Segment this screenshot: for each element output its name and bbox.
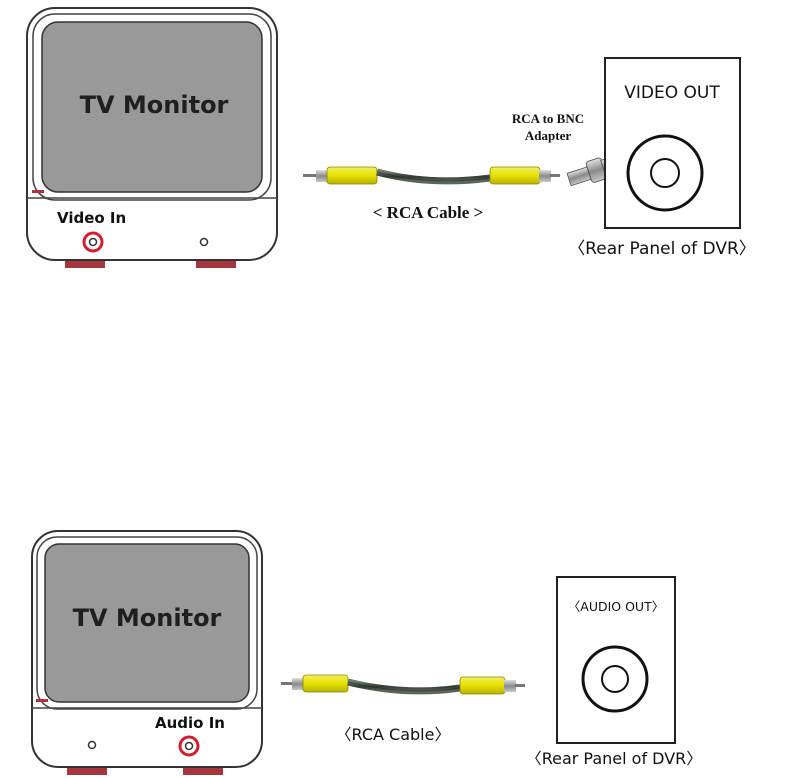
rca-plug-yellow-left [302, 674, 349, 693]
rca-plug-tip-left [281, 682, 293, 685]
rca-plug-tip-right [515, 684, 525, 687]
dvr-panel-caption-video: 〈Rear Panel of DVR〉 [568, 239, 756, 259]
rca-plug-yellow-right [459, 676, 506, 695]
monitor-screen [44, 543, 250, 703]
rca-plug-metal-left [292, 678, 304, 690]
monitor-jack-1 [87, 740, 97, 750]
monitor-jack-2 [199, 237, 209, 247]
monitor-feet-left [65, 258, 105, 268]
video-in-jack [88, 237, 98, 247]
video-out-jack-outer [626, 134, 704, 212]
audio-in-label: Audio In [155, 714, 225, 732]
audio-out-label: 〈AUDIO OUT〉 [568, 599, 664, 614]
video-connection-section: TV Monitor Video In < RCA Cable > RCA to… [26, 7, 756, 268]
audio-in-jack [184, 741, 194, 751]
video-in-highlight [82, 231, 104, 253]
tv-monitor-video: TV Monitor Video In [26, 7, 278, 268]
audio-out-jack-inner [601, 665, 629, 693]
rca-cable-video: < RCA Cable > [303, 166, 560, 222]
audio-out-jack-outer [581, 645, 649, 713]
adapter-label-line2: Adapter [525, 128, 571, 143]
rca-plug-tip-left [303, 174, 317, 177]
monitor-screen [41, 21, 263, 193]
rca-plug-tip-right [550, 174, 560, 177]
dvr-panel-box [604, 57, 741, 229]
video-out-label: VIDEO OUT [624, 83, 720, 103]
rca-cable-label: < RCA Cable > [373, 203, 484, 222]
dvr-rear-panel-audio: 〈AUDIO OUT〉 〈Rear Panel of DVR〉 [526, 576, 703, 768]
rca-plug-yellow-left [326, 166, 378, 185]
monitor-label: TV Monitor [73, 604, 222, 632]
rca-cable-label: 〈RCA Cable〉 [336, 725, 451, 744]
rca-plug-metal-right [504, 680, 516, 692]
video-in-label: Video In [57, 209, 126, 227]
monitor-label: TV Monitor [80, 91, 229, 119]
rca-plug-metal-right [539, 170, 551, 182]
dvr-panel-box [556, 576, 676, 744]
rca-plug-yellow-right [489, 166, 541, 185]
power-indicator [36, 699, 48, 702]
audio-in-highlight [178, 735, 200, 757]
monitor-feet-right [183, 765, 223, 775]
rca-plug-metal-left [316, 170, 328, 182]
dvr-rear-panel-video: VIDEO OUT 〈Rear Panel of DVR〉 [568, 57, 756, 259]
audio-connection-section: TV Monitor Audio In 〈RCA Cable〉 〈AUDIO O… [31, 530, 703, 775]
adapter-label-line1: RCA to BNC [512, 111, 584, 126]
power-indicator [32, 190, 44, 193]
monitor-feet-left [67, 765, 107, 775]
rca-cable-audio: 〈RCA Cable〉 [281, 674, 525, 744]
tv-monitor-audio: TV Monitor Audio In [31, 530, 263, 775]
dvr-panel-caption-audio: 〈Rear Panel of DVR〉 [526, 749, 703, 768]
video-out-jack-inner [650, 158, 680, 188]
monitor-feet-right [196, 258, 236, 268]
